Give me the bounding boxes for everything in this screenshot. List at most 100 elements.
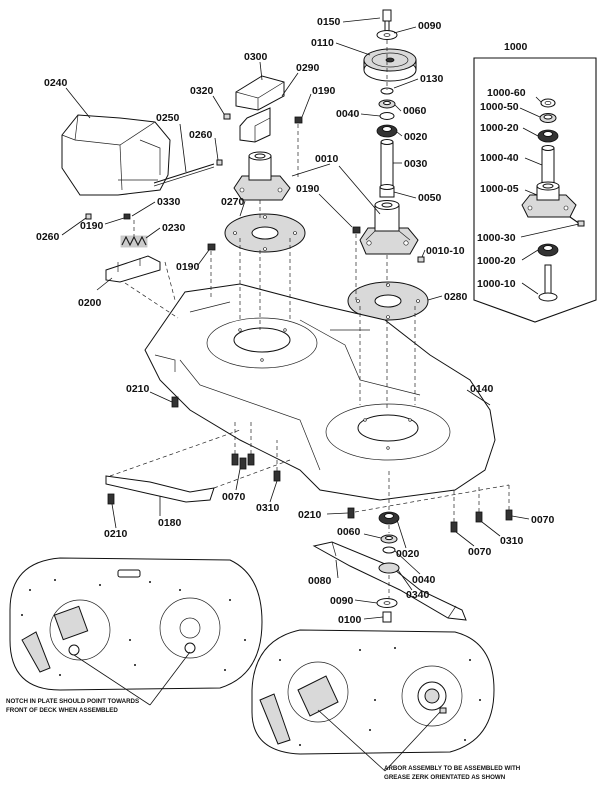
label-0240: 0240 — [44, 77, 68, 89]
pulley-nut-0150 — [382, 9, 392, 32]
bolt-0210-right — [347, 507, 355, 519]
spindle-plate-0280 — [347, 281, 429, 321]
label-0070-c: 0070 — [468, 546, 492, 558]
label-1000-20-b: 1000-20 — [477, 255, 516, 267]
label-1000: 1000 — [504, 41, 528, 53]
label-1000-50: 1000-50 — [480, 101, 519, 113]
grease-zerk-0010-10 — [417, 256, 425, 263]
kit-seal-1000-50 — [539, 113, 557, 123]
label-0070-a: 0070 — [222, 491, 246, 503]
label-0010: 0010 — [315, 153, 339, 165]
bearing-0050 — [379, 184, 395, 198]
label-0060-a: 0060 — [403, 105, 427, 117]
label-1000-30: 1000-30 — [477, 232, 516, 244]
blade-bolt-0100 — [382, 611, 392, 623]
washer-0090-lower — [376, 598, 398, 608]
bolt-0210-left — [171, 396, 179, 408]
label-0210-a: 0210 — [126, 383, 150, 395]
label-0130: 0130 — [420, 73, 444, 85]
label-0020-b: 0020 — [396, 548, 420, 560]
kit-bearing-1000-20-lower — [537, 243, 559, 257]
bolt-0210-baffle — [107, 493, 115, 505]
label-0230: 0230 — [162, 222, 186, 234]
label-0200: 0200 — [78, 297, 102, 309]
nut-0040 — [379, 112, 395, 120]
label-0190-a: 0190 — [312, 85, 336, 97]
label-1000-60: 1000-60 — [487, 87, 526, 99]
bolts-0070-left — [231, 453, 255, 470]
spindle-housing-0010-left — [233, 151, 291, 201]
blade-adapter-0340 — [378, 562, 400, 574]
label-0040-b: 0040 — [412, 574, 436, 586]
label-0210-b: 0210 — [298, 509, 322, 521]
clip-0260-upper — [216, 159, 223, 166]
nut-0040-lower — [382, 546, 396, 554]
nut-0190-lower — [207, 243, 216, 251]
assembly-notes: NOTCH IN PLATE SHOULD POINT TOWARDS FRON… — [6, 698, 521, 781]
assembly-lines — [109, 40, 510, 598]
clip-0260-lower — [85, 213, 92, 220]
washer-0130 — [380, 87, 394, 95]
label-0040-a: 0040 — [336, 108, 360, 120]
bolt-0310-left — [273, 470, 281, 482]
label-0320: 0320 — [190, 85, 214, 97]
bearing-0020 — [376, 124, 398, 138]
label-0310-a: 0310 — [256, 502, 280, 514]
note-arbor-line2: GREASE ZERK ORIENTATED AS SHOWN — [384, 774, 506, 781]
baffle-0180 — [105, 475, 215, 503]
nut-0190-upper — [294, 116, 303, 124]
label-0150: 0150 — [317, 16, 341, 28]
spindle-housing-0010-right — [359, 200, 419, 255]
nut-0190-mid — [352, 226, 361, 234]
leader-lines — [61, 17, 580, 772]
kit-washer-1000-60 — [540, 98, 556, 108]
pulley-0110 — [363, 48, 417, 82]
bolt-0070-right-b — [505, 509, 513, 521]
label-1000-20-a: 1000-20 — [480, 122, 519, 134]
chute-bracket-0200 — [105, 255, 161, 283]
label-0250: 0250 — [156, 112, 180, 124]
label-0020-a: 0020 — [404, 131, 428, 143]
label-0280: 0280 — [444, 291, 468, 303]
seal-0060 — [378, 99, 396, 109]
kit-spindle-1000-10 — [538, 264, 558, 302]
screw-0320 — [223, 113, 231, 120]
arbor-kit-1000-box — [473, 57, 597, 323]
bolt-0070-right-a — [450, 521, 458, 533]
nut-0330 — [123, 213, 131, 220]
label-0030: 0030 — [404, 158, 428, 170]
label-0310-b: 0310 — [500, 535, 524, 547]
label-0090-b: 0090 — [330, 595, 354, 607]
label-0300: 0300 — [244, 51, 268, 63]
label-0110: 0110 — [311, 37, 334, 49]
label-0180: 0180 — [158, 517, 182, 529]
label-1000-40: 1000-40 — [480, 152, 519, 164]
bearing-0020-lower — [378, 511, 400, 525]
belt-guide-bracket-0290 — [239, 107, 271, 143]
kit-grease-zerk-1000-30 — [577, 220, 585, 227]
note-arbor-line1: ARBOR ASSEMBLY TO BE ASSEMBLED WITH — [384, 765, 521, 772]
seal-0060-lower — [380, 534, 398, 544]
kit-bearing-1000-20-upper — [537, 129, 559, 143]
blade-0080 — [312, 541, 467, 621]
label-0270: 0270 — [221, 196, 245, 208]
note-notch-line1: NOTCH IN PLATE SHOULD POINT TOWARDS — [6, 698, 139, 705]
label-0090-top: 0090 — [418, 20, 442, 32]
spring-0230 — [120, 235, 148, 248]
spacer-0030 — [380, 139, 394, 187]
note-notch-line2: FRONT OF DECK WHEN ASSEMBLED — [6, 707, 118, 714]
label-0210-c: 0210 — [104, 528, 128, 540]
deck-underside-view-right — [251, 629, 495, 755]
label-0190-c: 0190 — [80, 220, 104, 232]
label-0290: 0290 — [296, 62, 320, 74]
callout-labels: 0150 0090 0110 0300 1000 0240 0320 0290 … — [36, 16, 555, 626]
washer-0090-top — [376, 30, 398, 40]
label-0260-b: 0260 — [36, 231, 60, 243]
label-0100: 0100 — [338, 614, 362, 626]
label-0340: 0340 — [406, 589, 430, 601]
label-0080: 0080 — [308, 575, 332, 587]
label-0070-b: 0070 — [531, 514, 555, 526]
label-0050: 0050 — [418, 192, 442, 204]
mower-deck-0140 — [144, 283, 496, 501]
label-0140: 0140 — [470, 383, 494, 395]
